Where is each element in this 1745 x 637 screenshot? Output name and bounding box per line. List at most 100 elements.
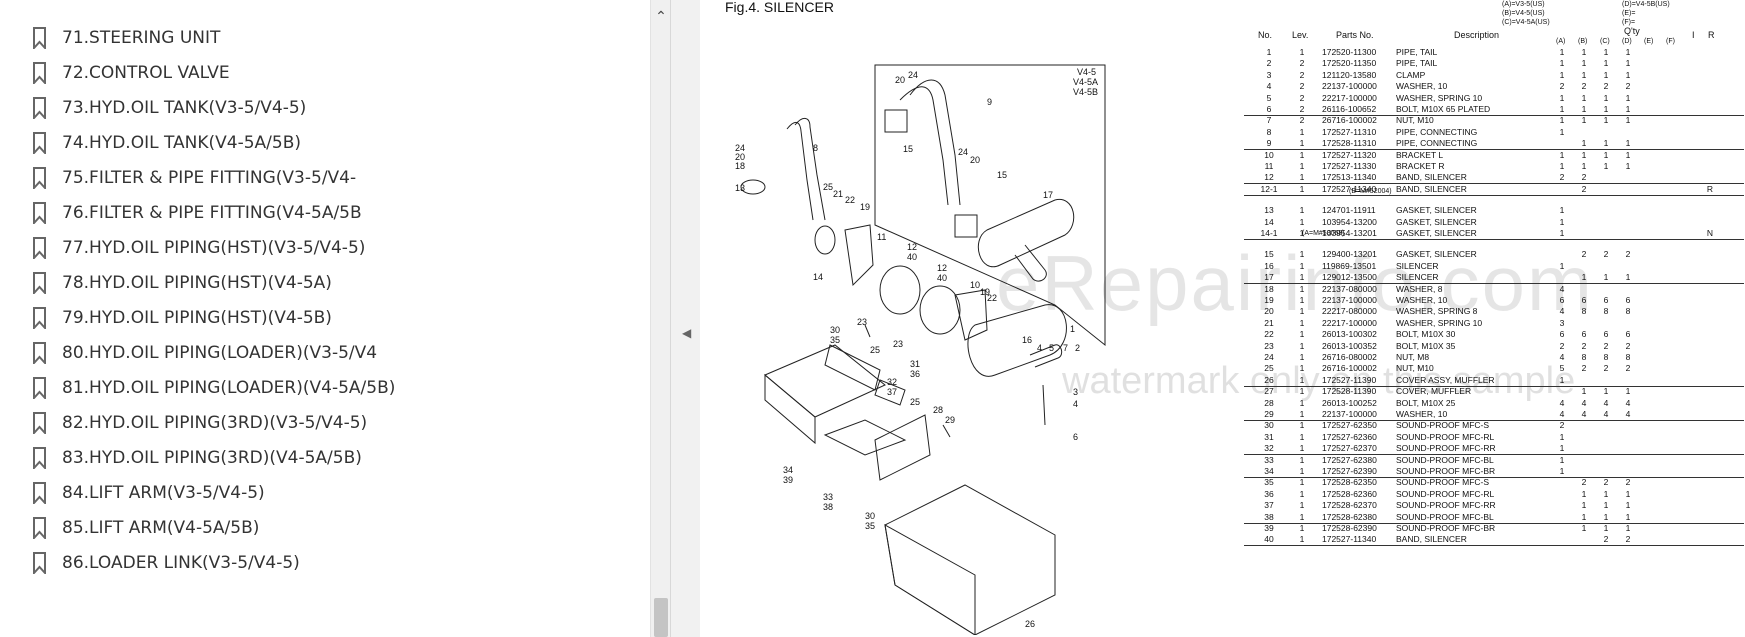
cell-desc: CLAMP xyxy=(1396,69,1426,80)
bookmark-label: 86.LOADER LINK(V3-5/V4-5) xyxy=(62,552,300,573)
row-divider xyxy=(1244,114,1744,116)
cell-lev: 1 xyxy=(1299,477,1305,488)
bookmark-item[interactable]: 71.STEERING UNIT xyxy=(0,18,650,57)
inset-label-3: V4-5B xyxy=(1073,87,1098,97)
cell-no: 14-1 xyxy=(1260,228,1278,238)
svg-text:24: 24 xyxy=(735,143,745,153)
bookmark-item[interactable]: 75.FILTER & PIPE FITTING(V3-5/V4- xyxy=(0,158,650,197)
watermark: eRepairinfo.com xyxy=(996,239,1594,327)
cell-desc: WASHER, SPRING 10 xyxy=(1396,317,1483,328)
cell-lev: 1 xyxy=(1299,488,1305,499)
cell-lev: 1 xyxy=(1299,228,1305,238)
bookmark-item[interactable]: 79.HYD.OIL PIPING(HST)(V4-5B) xyxy=(0,298,650,337)
cell-lev: 1 xyxy=(1299,306,1305,317)
bookmark-item[interactable]: 74.HYD.OIL TANK(V4-5A/5B) xyxy=(0,123,650,162)
bookmark-item[interactable]: 80.HYD.OIL PIPING(LOADER)(V3-5/V4 xyxy=(0,333,650,372)
cell-no: 22 xyxy=(1264,329,1274,340)
cell-desc: SILENCER xyxy=(1396,260,1439,271)
cell-desc: SOUND-PROOF MFC-BL xyxy=(1396,454,1494,465)
bookmark-item[interactable]: 76.FILTER & PIPE FITTING(V4-5A/5B xyxy=(0,193,650,232)
col-header-no: No. xyxy=(1258,30,1273,40)
cell-a: 1 xyxy=(1559,115,1565,126)
svg-text:12: 12 xyxy=(937,263,947,273)
bookmark-item[interactable]: 73.HYD.OIL TANK(V3-5/V4-5) xyxy=(0,88,650,127)
cell-b: 1 xyxy=(1581,115,1587,126)
legend-left: (A)=V3-5(US) (B)=V4-5(US) (C)=V4-5A(US) xyxy=(1502,0,1550,27)
bookmark-item[interactable]: 72.CONTROL VALVE xyxy=(0,53,650,92)
cell-a: 1 xyxy=(1559,431,1565,442)
row-divider xyxy=(1244,283,1744,285)
cell-lev: 1 xyxy=(1299,397,1305,408)
cell-b: 1 xyxy=(1581,500,1587,511)
cell-desc: BOLT, M10X 30 xyxy=(1396,329,1456,340)
bookmark-item[interactable]: 85.LIFT ARM(V4-5A/5B) xyxy=(0,508,650,547)
caret-left-icon[interactable]: ◀ xyxy=(682,326,692,340)
cell-pn: 172527-11340 xyxy=(1322,183,1377,194)
bookmark-label: 80.HYD.OIL PIPING(LOADER)(V3-5/V4 xyxy=(62,342,378,363)
cell-b: 1 xyxy=(1581,511,1587,522)
svg-text:25: 25 xyxy=(870,345,880,355)
bookmark-item[interactable]: 83.HYD.OIL PIPING(3RD)(V4-5A/5B) xyxy=(0,438,650,477)
chevron-up-icon[interactable]: ⌃ xyxy=(655,8,667,24)
svg-text:33: 33 xyxy=(823,492,833,502)
bookmark-item[interactable]: 86.LOADER LINK(V3-5/V4-5) xyxy=(0,543,650,582)
cell-no: 38 xyxy=(1264,511,1274,522)
cell-no: 3 xyxy=(1266,69,1272,80)
cell-lev: 2 xyxy=(1299,92,1305,103)
cell-pn: 22137-080000 xyxy=(1322,283,1377,294)
cell-b: 4 xyxy=(1581,397,1587,408)
cell-no: 27 xyxy=(1264,386,1274,397)
cell-lev: 2 xyxy=(1299,81,1305,92)
cell-desc: BAND, SILENCER xyxy=(1396,534,1467,545)
sidebar-scroll-thumb[interactable] xyxy=(654,598,668,637)
bookmark-icon xyxy=(33,446,46,469)
cell-lev: 1 xyxy=(1299,511,1305,522)
cell-b: 2 xyxy=(1581,81,1587,92)
bookmark-item[interactable]: 78.HYD.OIL PIPING(HST)(V4-5A) xyxy=(0,263,650,302)
cell-d: 1 xyxy=(1625,149,1631,160)
cell-c: 1 xyxy=(1603,58,1609,69)
cell-d: 4 xyxy=(1625,409,1631,419)
panel-divider[interactable] xyxy=(671,0,679,637)
cell-d: 2 xyxy=(1625,340,1631,351)
bookmark-item[interactable]: 77.HYD.OIL PIPING(HST)(V3-5/V4-5) xyxy=(0,228,650,267)
cell-lev: 1 xyxy=(1299,352,1305,362)
cell-no: 5 xyxy=(1266,92,1272,103)
gasket-13 xyxy=(740,179,766,195)
svg-text:5: 5 xyxy=(1049,343,1054,353)
cell-d: 2 xyxy=(1625,363,1631,374)
inset-label-1: V4-5 xyxy=(1077,67,1096,77)
band-12b xyxy=(919,285,961,335)
row-divider xyxy=(1244,476,1744,478)
cell-d: 1 xyxy=(1625,386,1631,397)
cell-c: 2 xyxy=(1603,534,1609,545)
cell-b: 1 xyxy=(1581,69,1587,80)
cell-a: 4 xyxy=(1559,409,1565,419)
bookmark-item[interactable]: 84.LIFT ARM(V3-5/V4-5) xyxy=(0,473,650,512)
cell-pn: 121120-13580 xyxy=(1322,69,1377,80)
bracket-10 xyxy=(954,289,988,341)
col-header-qty: Q'ty xyxy=(1624,26,1640,36)
col-header-parts-no: Parts No. xyxy=(1336,30,1374,40)
cell-desc: NUT, M10 xyxy=(1396,115,1434,126)
cell-pn: 26013-100352 xyxy=(1322,340,1377,351)
col-header-f: (F) xyxy=(1666,38,1675,45)
sidebar-scrollbar[interactable]: ⌃ xyxy=(650,0,670,637)
cell-desc: GASKET, SILENCER xyxy=(1396,228,1477,238)
svg-text:38: 38 xyxy=(823,502,833,512)
bookmark-label: 82.HYD.OIL PIPING(3RD)(V3-5/V4-5) xyxy=(62,412,368,433)
cell-pn: 22217-080000 xyxy=(1322,306,1377,317)
bookmark-label: 75.FILTER & PIPE FITTING(V3-5/V4- xyxy=(62,167,357,188)
bookmark-item[interactable]: 82.HYD.OIL PIPING(3RD)(V3-5/V4-5) xyxy=(0,403,650,442)
bookmark-item[interactable]: 81.HYD.OIL PIPING(LOADER)(V4-5A/5B) xyxy=(0,368,650,407)
cell-d: 6 xyxy=(1625,329,1631,340)
figure-title: Fig.4. SILENCER xyxy=(725,0,834,15)
cell-no: 17 xyxy=(1264,272,1274,283)
